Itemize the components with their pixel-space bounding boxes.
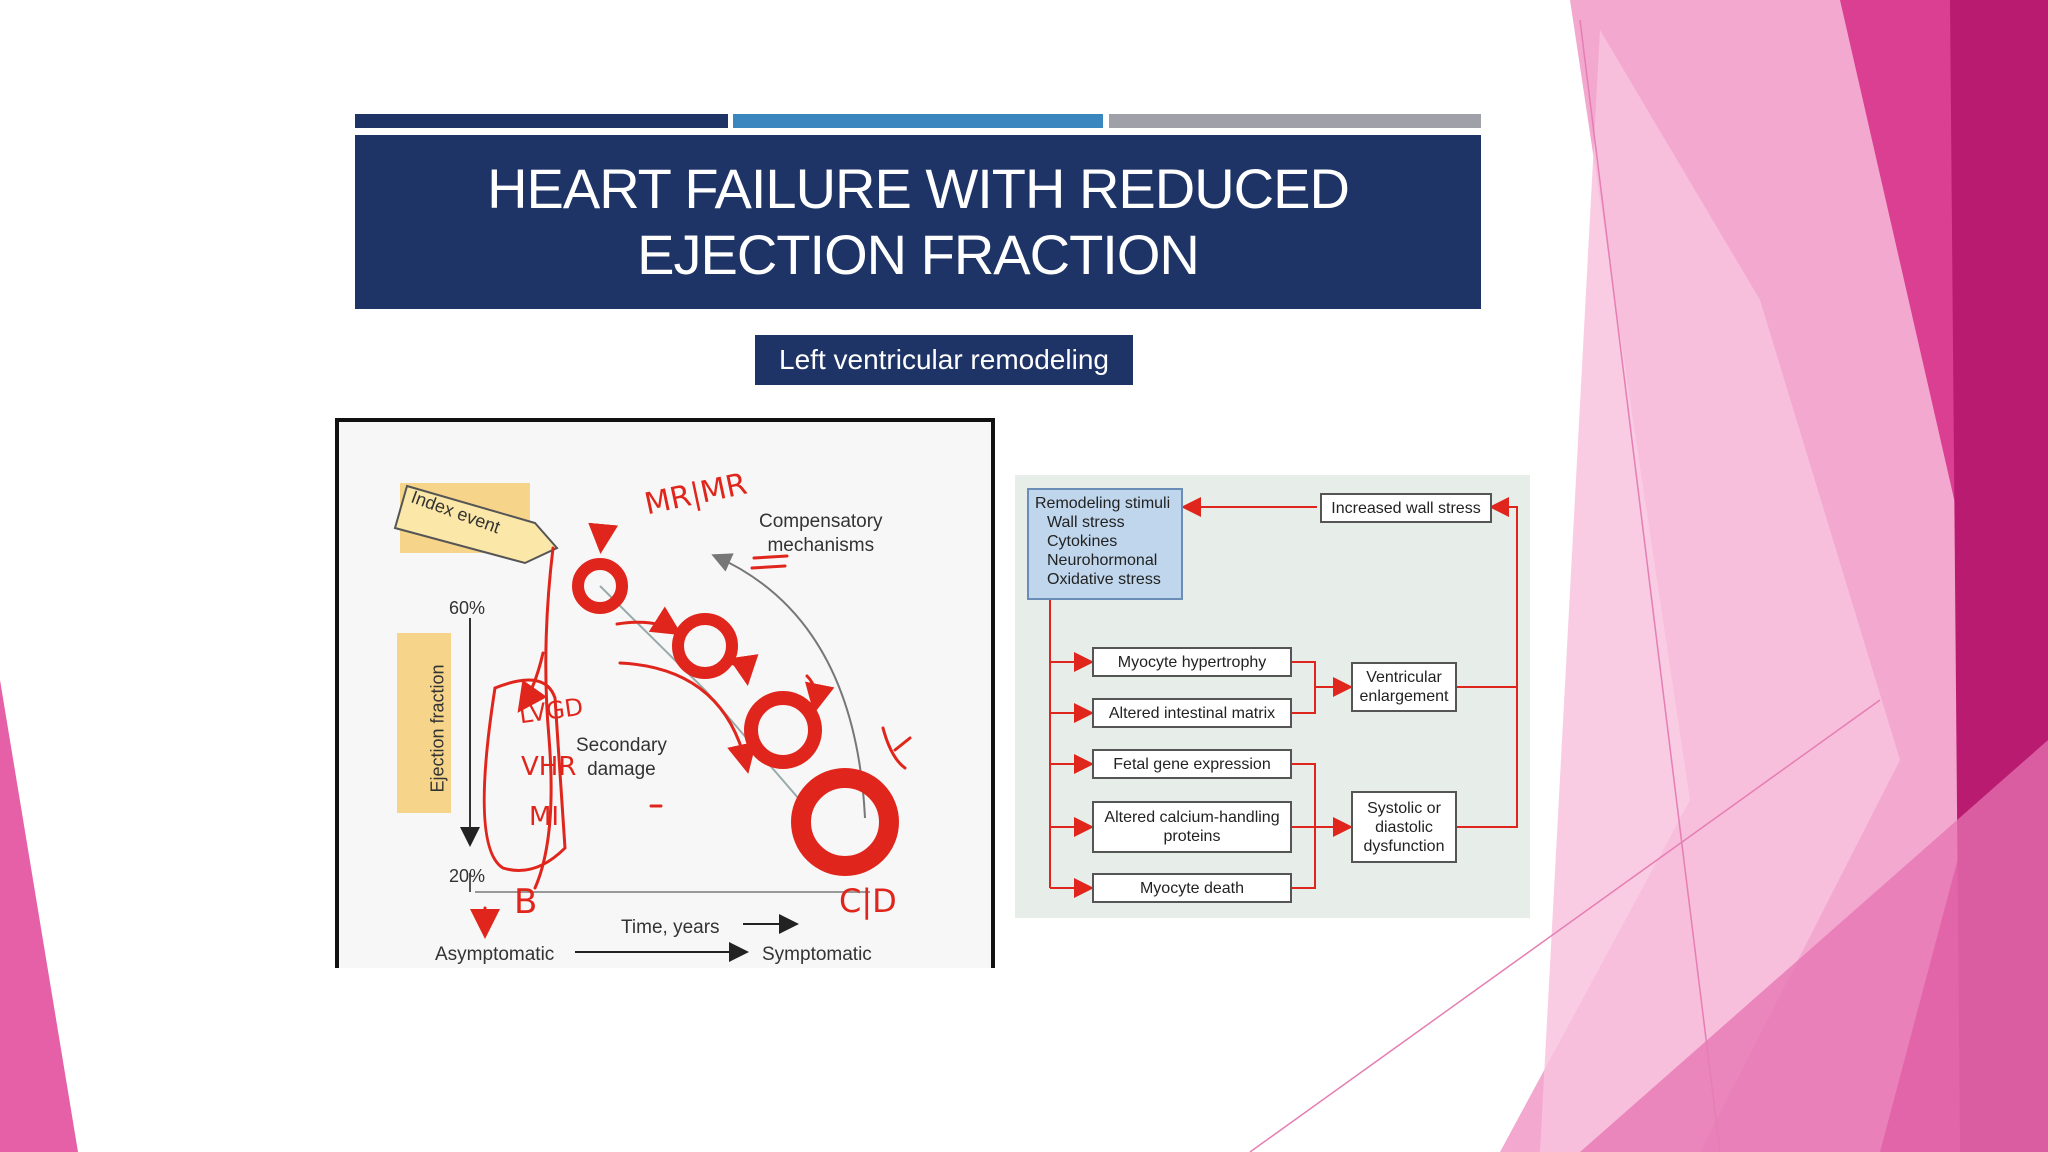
ventricle-ring-2 [672, 613, 738, 679]
index-event-tag [393, 484, 559, 565]
timeline-graphics [393, 483, 912, 962]
systolic-diastolic-box: Systolic or diastolic dysfunction [1351, 791, 1457, 863]
ventricle-ring-1 [572, 558, 628, 614]
annotation-cd: C|D [839, 882, 897, 920]
pink-right-bottom [1580, 740, 2048, 1152]
remodeling-flowchart: Remodeling stimuli Wall stress Cytokines… [1015, 475, 1530, 918]
handwritten-annotations [470, 522, 912, 939]
secondary-damage-label: Secondary damage [576, 735, 667, 780]
pink-right-pale [1540, 30, 1900, 1152]
compensatory-label: Compensatory mechanisms [759, 511, 883, 556]
myocyte-death-box: Myocyte death [1092, 873, 1292, 903]
myocyte-hypertrophy-box: Myocyte hypertrophy [1092, 647, 1292, 677]
symptomatic-label: Symptomatic [762, 944, 872, 965]
ejection-fraction-highlight [397, 633, 451, 813]
altered-matrix-box: Altered intestinal matrix [1092, 698, 1292, 728]
annotation-vhr: VHR [521, 752, 577, 782]
stimuli-title: Remodeling stimuli [1035, 495, 1171, 512]
subtitle-label: Left ventricular remodeling [755, 335, 1133, 385]
ventricle-ring-3 [744, 691, 822, 769]
pink-left-shape [0, 680, 78, 1152]
y-tick-60: 60% [449, 598, 486, 618]
header-bar-blue [733, 114, 1103, 128]
flowchart-connectors [1049, 497, 1518, 898]
increased-wall-stress-box: Increased wall stress [1320, 493, 1492, 523]
stimuli-item-3: Neurohormonal [1047, 552, 1158, 569]
stimuli-item-1: Wall stress [1047, 514, 1125, 531]
remodeling-stimuli-box: Remodeling stimuli Wall stress Cytokines… [1027, 488, 1183, 600]
header-bar-gray [1109, 114, 1481, 128]
compensatory-arc [711, 553, 866, 819]
remodeling-timeline-figure: Index event Compensatory mechanisms Ejec… [335, 418, 995, 968]
title-line-2: EJECTION FRACTION [637, 223, 1200, 286]
fetal-gene-box: Fetal gene expression [1092, 749, 1292, 779]
slide-title: HEART FAILURE WITH REDUCED EJECTION FRAC… [355, 135, 1481, 309]
asymptomatic-label: Asymptomatic [435, 944, 555, 965]
time-label: Time, years [621, 917, 720, 938]
title-line-1: HEART FAILURE WITH REDUCED [487, 157, 1350, 220]
y-tick-20: 20% [449, 866, 486, 886]
annotation-b: B [514, 882, 538, 922]
header-bar-dark [355, 114, 728, 128]
ventricle-ring-4 [791, 768, 899, 876]
ventricular-enlargement-box: Ventricular enlargement [1351, 662, 1457, 712]
y-axis-label: Ejection fraction [427, 664, 448, 793]
calcium-handling-box: Altered calcium-handling proteins [1092, 801, 1292, 853]
stimuli-item-2: Cytokines [1047, 533, 1118, 550]
stimuli-item-4: Oxidative stress [1047, 571, 1161, 588]
annotation-mi: MI [529, 802, 560, 832]
